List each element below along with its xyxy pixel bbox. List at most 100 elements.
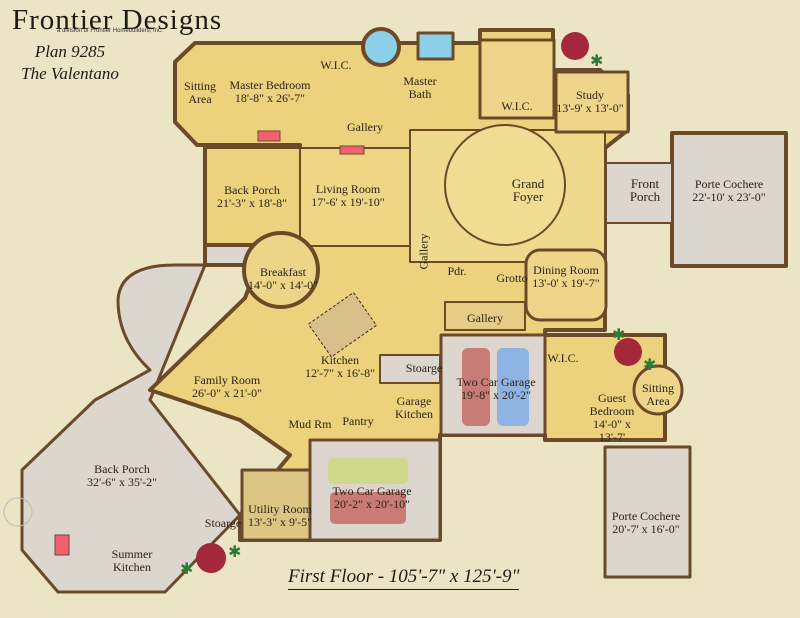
room-name: Two Car Garage: [332, 484, 412, 498]
room-dims: 18'-8" x 26'-7": [234, 91, 306, 105]
room-name: Master Bath: [403, 74, 437, 101]
utility-room: [240, 468, 312, 542]
room-name: Stoarge: [204, 516, 242, 530]
room-name: Grotto: [496, 271, 528, 285]
room-label: Front Porch: [625, 177, 665, 203]
plant-shrub-icon: [196, 543, 226, 573]
room-name: Pantry: [342, 414, 374, 428]
room-name: Summer Kitchen: [111, 547, 153, 574]
plant-shrub-icon: [561, 32, 589, 60]
room-label: Gallery: [347, 121, 383, 134]
back-porch-lower: [20, 263, 242, 594]
room-name: Back Porch: [224, 183, 280, 197]
car-red-2: [330, 492, 406, 524]
room-dims: 13'-9' x 13'-0": [556, 101, 624, 115]
floor-dimensions-caption: First Floor - 105'-7" x 125'-9": [288, 566, 520, 590]
fireplace-living: [339, 145, 365, 155]
room-name: Back Porch: [94, 462, 150, 476]
plan-number: Plan 9285: [34, 42, 106, 61]
spa-tub: [361, 27, 401, 67]
room-name: W.I.C.: [501, 99, 533, 113]
room-name: Grand Foyer: [511, 176, 545, 204]
palm-icon: ✱: [590, 51, 603, 70]
room-name: Breakfast: [260, 265, 306, 279]
room-dims: 17'-6' x 19'-10": [311, 195, 385, 209]
room-label: Sitting Area: [641, 382, 675, 408]
room-name: Sitting Area: [641, 381, 674, 408]
room-label: Stoarge: [406, 362, 442, 375]
room-name: Porte Cochere: [611, 509, 681, 523]
room-dims: 12'-7" x 16'-8": [304, 366, 376, 380]
room-label: Summer Kitchen: [109, 548, 155, 574]
car-green: [328, 458, 408, 484]
room-dims: 19'-8" x 20'-2": [460, 388, 532, 402]
room-name: Guest Bedroom: [589, 391, 635, 418]
room-label: Gallery: [416, 233, 431, 270]
study-room: [554, 70, 630, 134]
room-label: Mud Rm: [288, 418, 331, 431]
gallery-lower: [444, 301, 526, 331]
room-name: Front Porch: [629, 176, 661, 204]
room-dims: 13'-0' x 19'-7": [532, 276, 600, 290]
room-name: Study: [575, 88, 605, 102]
plant-shrub-icon: [614, 338, 642, 366]
room-name: Gallery: [416, 233, 431, 270]
room-label: Gallery: [467, 312, 503, 325]
fireplace-summer: [54, 534, 70, 556]
plan-title: Plan 9285 The Valentano: [12, 41, 128, 85]
room-dims: 20'-2" x 20'-10": [333, 497, 411, 511]
brand-logo: Frontier Designs: [12, 4, 223, 36]
kitchen-island: [307, 292, 377, 358]
palm-icon: ✱: [643, 355, 656, 374]
room-name: Porte Cochere: [694, 177, 764, 191]
room-name: Sitting Area: [183, 79, 216, 106]
room-name: W.I.C.: [547, 351, 579, 365]
room-name: Gallery: [467, 311, 503, 325]
palm-icon: ✱: [180, 559, 193, 578]
room-dims: 14'-0" x 13'-7': [592, 417, 632, 444]
sitting-area-guest: [632, 364, 684, 416]
room-name: Kitchen: [321, 353, 359, 367]
room-label: Stoarge: [205, 517, 241, 530]
room-name: Stoarge: [405, 361, 443, 375]
brand-subtitle: a division of Frontier Homebuilders, Inc…: [57, 28, 163, 34]
car-blue: [497, 348, 529, 426]
room-dims: 13'-3" x 9'-5": [247, 515, 313, 529]
room-dims: 32'-6" x 35'-2": [86, 475, 158, 489]
room-dims: 21'-3" x 18'-8": [216, 196, 288, 210]
plan-name: The Valentano: [21, 64, 119, 83]
room-label: Sitting Area: [181, 80, 219, 106]
foyer-rotunda: [444, 124, 566, 246]
room-dims: 22'-10' x 23'-0": [692, 190, 766, 204]
room-label: Garage Kitchen: [394, 395, 434, 421]
car-red-1: [462, 348, 490, 426]
palm-icon: ✱: [612, 325, 625, 344]
porte-cochere-bottom: [603, 445, 692, 579]
room-name: Living Room: [315, 182, 381, 196]
storage-room: [379, 354, 441, 384]
wic-closet: [478, 38, 556, 120]
palm-icon: ✱: [228, 542, 241, 561]
room-name: Gallery: [347, 120, 383, 134]
room-dims: 14'-0" x 14'-0": [247, 278, 319, 292]
room-label: W.I.C.: [320, 59, 351, 72]
dining-room: [524, 248, 608, 322]
room-label: Grotto: [496, 272, 527, 285]
room-name: Utility Room: [248, 502, 312, 516]
room-name: Garage Kitchen: [395, 394, 433, 421]
front-porch: [605, 162, 673, 224]
